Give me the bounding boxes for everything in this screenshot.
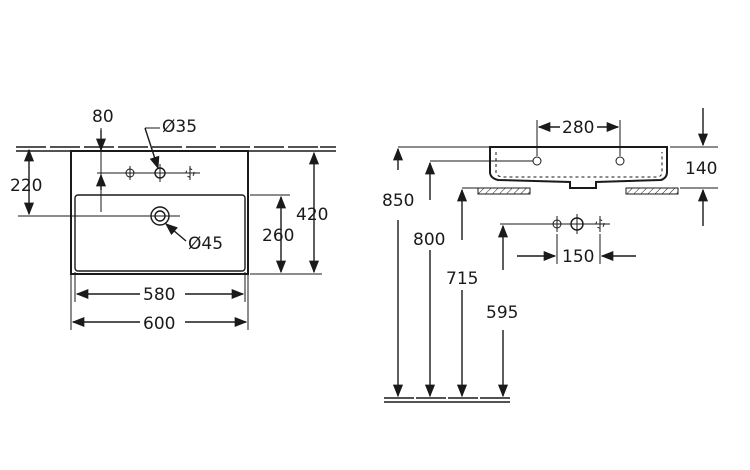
dim-715-label: 715 bbox=[446, 269, 478, 289]
drain bbox=[40, 206, 180, 226]
wall-tap-holes bbox=[500, 214, 610, 264]
dim-35-label: Ø35 bbox=[162, 117, 197, 137]
dim-800-label: 800 bbox=[413, 230, 445, 250]
dim-140-label: 140 bbox=[685, 159, 717, 179]
dim-150-label: 150 bbox=[562, 247, 594, 267]
front-view: 80 Ø35 220 420 260 Ø45 580 bbox=[10, 107, 336, 334]
floor-line bbox=[384, 397, 510, 403]
support-right bbox=[625, 187, 679, 195]
dim-45-label: Ø45 bbox=[188, 234, 223, 254]
dim-260-label: 260 bbox=[262, 226, 294, 246]
tap-holes bbox=[97, 164, 200, 182]
dim-280-label: 280 bbox=[562, 118, 594, 138]
side-view: 280 140 850 800 715 bbox=[382, 108, 718, 403]
dim-220-label: 220 bbox=[10, 176, 42, 196]
dim-420-label: 420 bbox=[296, 205, 328, 225]
dim-580-label: 580 bbox=[143, 285, 175, 305]
dim-80-label: 80 bbox=[92, 107, 114, 127]
basin-outline bbox=[70, 150, 249, 275]
dim-850-label: 850 bbox=[382, 191, 414, 211]
dim-595-label: 595 bbox=[486, 303, 518, 323]
support-left bbox=[477, 187, 531, 195]
dim-600-label: 600 bbox=[143, 314, 175, 334]
bowl-outline bbox=[74, 194, 246, 272]
basin-side-outline bbox=[489, 146, 668, 189]
